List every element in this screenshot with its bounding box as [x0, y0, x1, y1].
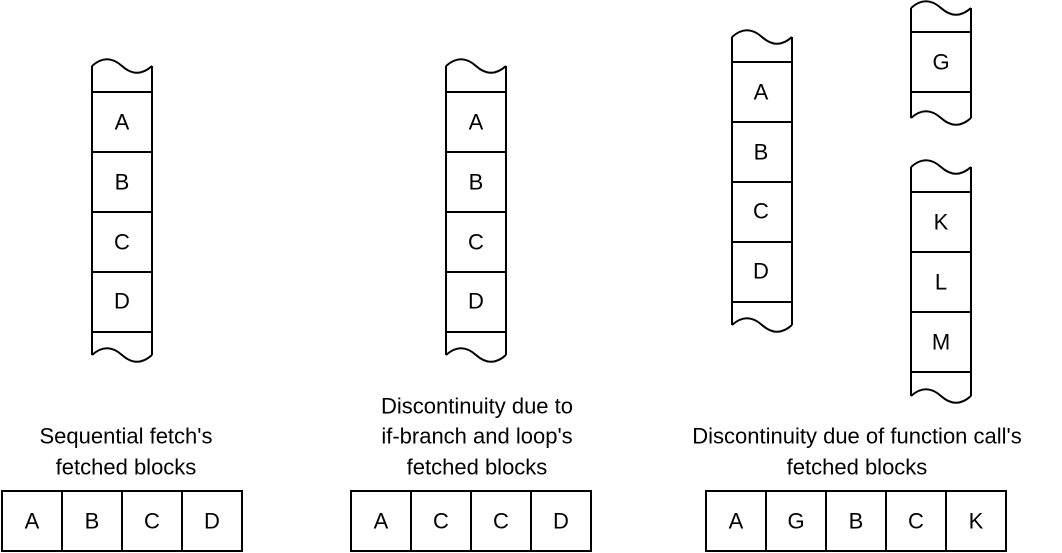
caption-line: fetched blocks — [407, 455, 548, 480]
fetched-block: C — [493, 509, 509, 534]
strip-bottom-wave — [91, 347, 153, 363]
fetched-row-function-call: A G B C K — [705, 490, 1007, 552]
strip-top-wave — [445, 58, 507, 74]
memory-block: A — [469, 110, 484, 135]
strip-bottom-wave — [910, 110, 972, 126]
strip-bottom-wave — [910, 388, 972, 404]
memory-strip-callee-top: G — [910, 0, 972, 126]
panel-branch-loop: A B C D Discontinuity due to if-branch a… — [350, 58, 592, 552]
strip-top-wave — [910, 159, 972, 175]
fetched-block: B — [849, 509, 864, 534]
fetched-block: C — [433, 509, 449, 534]
fetched-block: A — [729, 509, 744, 534]
strip-top-wave — [910, 0, 972, 16]
caption-line: Discontinuity due to — [381, 394, 573, 419]
caption-line: fetched blocks — [787, 455, 928, 480]
strip-bottom-wave — [445, 347, 507, 363]
fetched-row-sequential: A B C D — [1, 490, 243, 552]
memory-block: A — [115, 110, 130, 135]
memory-strip-caller: A B C D — [731, 29, 793, 333]
fetched-block: K — [969, 509, 984, 534]
fetched-block: G — [787, 509, 804, 534]
memory-block: B — [469, 170, 484, 195]
memory-block: G — [932, 50, 949, 75]
memory-block: L — [935, 270, 947, 295]
memory-block: K — [934, 210, 949, 235]
fetched-row-branch-loop: A C C D — [350, 490, 592, 552]
memory-block: C — [114, 230, 130, 255]
caption-sequential: Sequential fetch's fetched blocks — [40, 424, 213, 480]
caption-line: Sequential fetch's — [40, 424, 213, 449]
memory-block: A — [754, 80, 769, 105]
fetched-block: A — [25, 509, 40, 534]
memory-block: D — [753, 259, 769, 284]
memory-block: D — [114, 289, 130, 314]
strip-top-wave — [731, 29, 793, 45]
memory-block: M — [932, 330, 950, 355]
caption-line: fetched blocks — [56, 455, 197, 480]
memory-block: B — [115, 170, 130, 195]
fetched-block: C — [908, 509, 924, 534]
caption-branch-loop: Discontinuity due to if-branch and loop'… — [381, 394, 573, 480]
memory-block: B — [754, 140, 769, 165]
memory-block: C — [753, 199, 769, 224]
memory-strip-callee-bottom: K L M — [910, 159, 972, 404]
fetched-block: C — [144, 509, 160, 534]
panel-function-call: A B C D G K L M — [692, 0, 1022, 552]
caption-line: Discontinuity due of function call's — [692, 424, 1021, 449]
fetched-block: D — [204, 509, 220, 534]
fetched-block: B — [85, 509, 100, 534]
fetched-block: A — [374, 509, 389, 534]
caption-line: if-branch and loop's — [381, 424, 572, 449]
memory-strip-sequential: A B C D — [91, 58, 153, 363]
memory-block: C — [468, 230, 484, 255]
fetched-block: D — [553, 509, 569, 534]
panel-sequential: A B C D Sequential fetch's fetched block… — [1, 58, 243, 552]
memory-block: D — [468, 289, 484, 314]
caption-function-call: Discontinuity due of function call's fet… — [692, 424, 1021, 480]
strip-bottom-wave — [731, 317, 793, 333]
strip-top-wave — [91, 58, 153, 74]
memory-strip-branch-loop: A B C D — [445, 58, 507, 363]
